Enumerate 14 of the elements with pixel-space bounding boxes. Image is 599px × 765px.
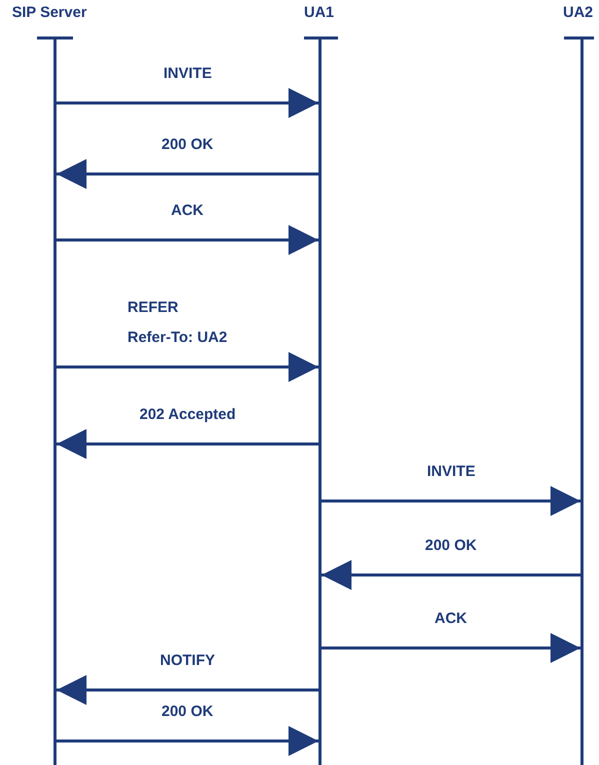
message-arrow <box>56 88 318 118</box>
message-arrow <box>322 633 580 663</box>
participant-label: UA1 <box>304 4 334 21</box>
message-arrow <box>322 486 580 516</box>
participant-label: SIP Server <box>12 4 87 21</box>
lifeline <box>563 4 594 765</box>
participant-label: UA2 <box>563 4 594 21</box>
message-arrow <box>56 159 318 189</box>
message-arrow <box>56 225 318 255</box>
message-arrow <box>56 429 318 459</box>
message-arrow <box>56 675 318 705</box>
message-arrow <box>56 726 318 756</box>
message-arrow <box>56 352 318 382</box>
message-arrow <box>322 560 580 590</box>
